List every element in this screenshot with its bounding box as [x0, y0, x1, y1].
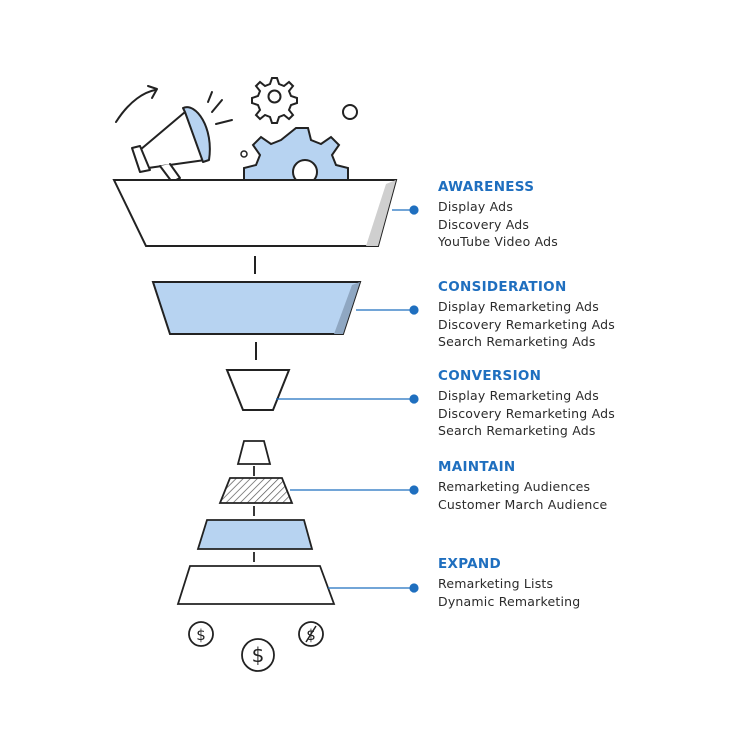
stage-title: CONVERSION — [438, 368, 542, 384]
stage-title: AWARENESS — [438, 179, 535, 195]
pyramid-expand — [176, 565, 336, 605]
funnel-awareness — [112, 179, 398, 247]
stage-item: Customer March Audience — [438, 496, 608, 512]
dot-icon — [240, 150, 248, 158]
svg-text:$: $ — [196, 626, 206, 644]
connector-lines — [276, 205, 419, 593]
stage-item: Display Remarketing Ads — [438, 299, 599, 314]
dollar-coin-icon — [188, 621, 324, 672]
stage-consideration: CONSIDERATION Display Remarketing Ads Di… — [438, 279, 615, 351]
stage-item: Search Remarketing Ads — [438, 334, 596, 349]
stage-awareness: AWARENESS Display Ads Discovery Ads YouT… — [438, 179, 558, 251]
stage-title: MAINTAIN — [438, 459, 516, 475]
stage-conversion: CONVERSION Display Remarketing Ads Disco… — [438, 368, 615, 440]
stage-expand: EXPAND Remarketing Lists Dynamic Remarke… — [438, 556, 580, 610]
stage-maintain: MAINTAIN Remarketing Audiences Customer … — [438, 459, 607, 513]
stage-item: Discovery Ads — [438, 216, 530, 232]
stage-title: CONSIDERATION — [438, 279, 567, 295]
pyramid-top — [236, 440, 272, 465]
stage-item: Discovery Remarketing Ads — [438, 405, 615, 421]
funnel-consideration — [151, 281, 362, 335]
stage-item: Display Remarketing Ads — [438, 388, 599, 403]
stage-item: YouTube Video Ads — [438, 234, 558, 249]
stage-title: EXPAND — [438, 556, 502, 572]
bubble-icon — [342, 104, 358, 120]
stage-item: Discovery Remarketing Ads — [438, 316, 615, 332]
pyramid-maintain — [218, 477, 294, 504]
svg-text:$: $ — [252, 643, 265, 667]
gear-icon — [243, 127, 349, 185]
stage-item: Remarketing Audiences — [438, 479, 591, 494]
stage-item: Dynamic Remarketing — [438, 593, 581, 609]
stage-item: Remarketing Lists — [438, 576, 554, 591]
funnel-conversion — [225, 369, 291, 411]
megaphone-icon — [115, 85, 233, 183]
pyramid-blue — [196, 519, 314, 550]
gear-icon — [251, 77, 298, 124]
stage-item: Search Remarketing Ads — [438, 423, 596, 438]
stage-item: Display Ads — [438, 199, 514, 214]
